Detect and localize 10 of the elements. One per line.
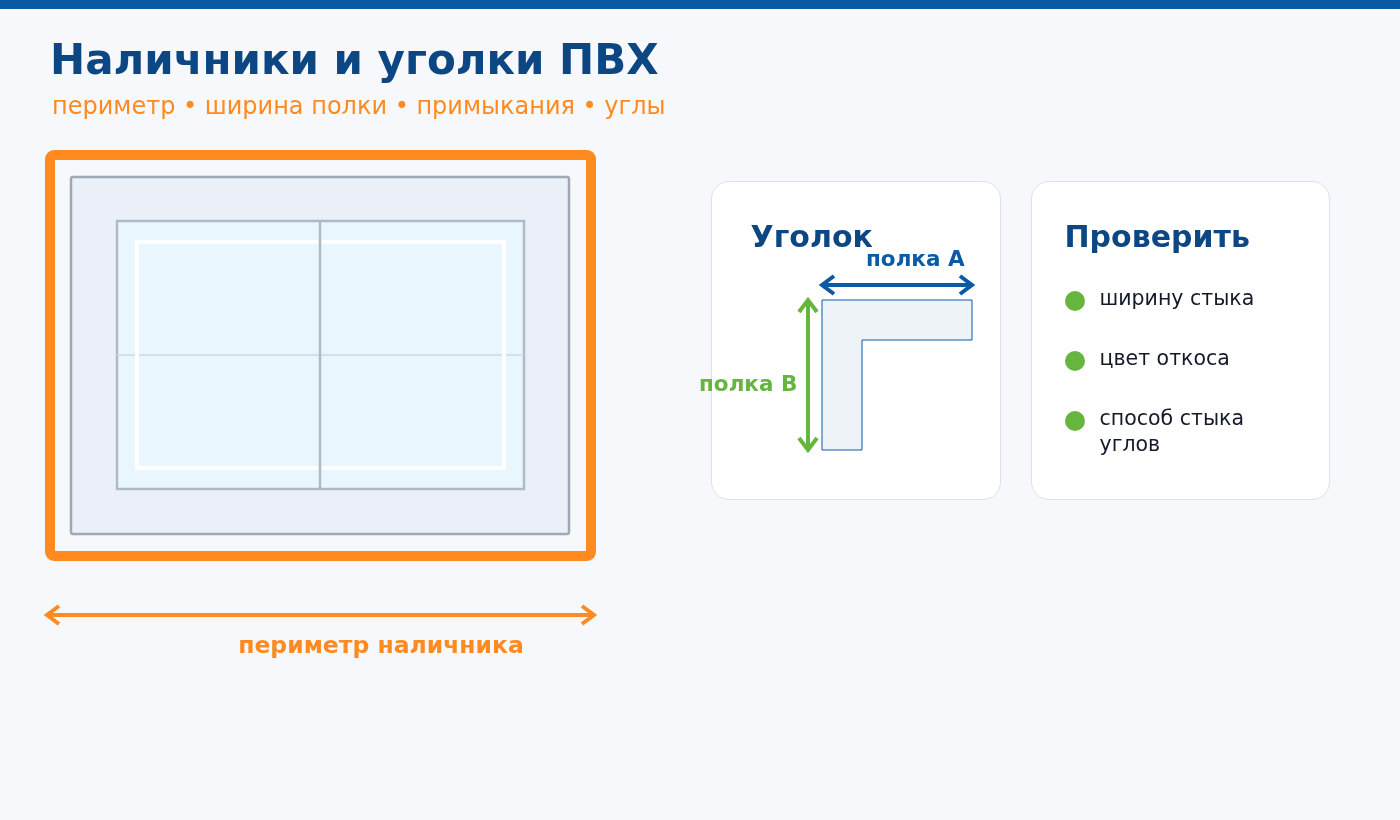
checklist-item: ширину стыка [1099,284,1256,311]
subtitle: периметр • ширина полки • примыкания • углы [52,92,666,122]
card-heading: Уголок [750,219,873,255]
dimension-label: полка В [699,370,798,397]
dimension-label: периметр наличника [238,630,524,659]
title: Наличники и уголки ПВХ [50,35,659,86]
info-card [1031,181,1330,500]
checklist-item: способ стыка углов [1099,404,1246,457]
card-heading: Проверить [1064,219,1250,256]
checklist-item: цвет откоса [1099,344,1231,371]
